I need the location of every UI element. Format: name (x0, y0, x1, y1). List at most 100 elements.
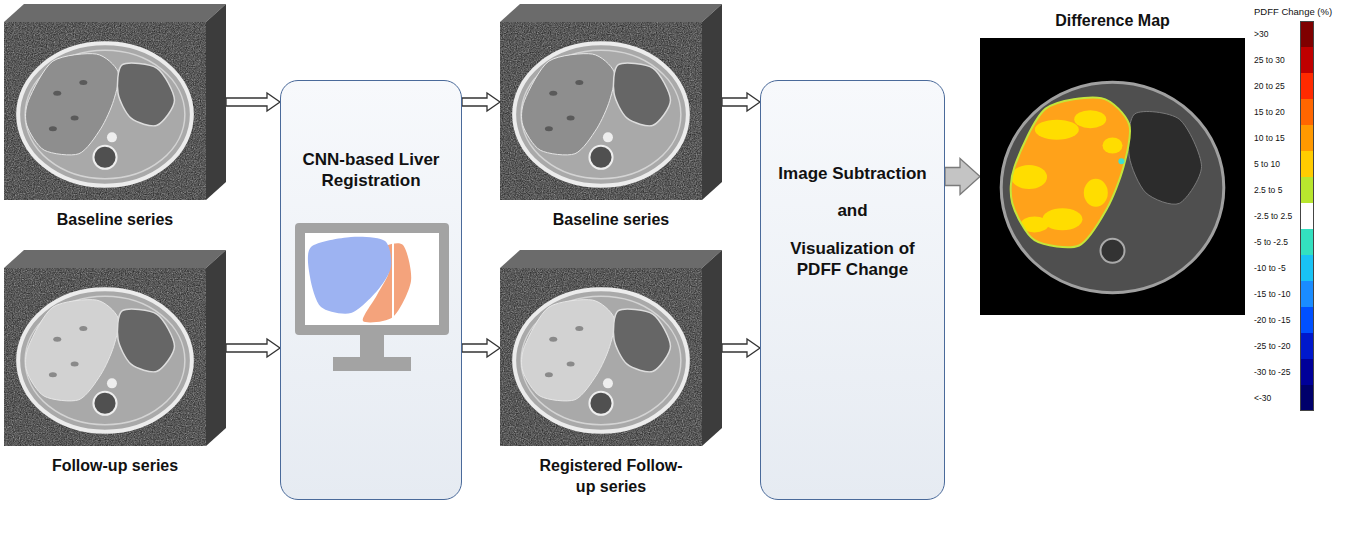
slice-noise (500, 22, 702, 200)
liver-shape (522, 300, 615, 401)
box-text: Image Subtraction (778, 163, 926, 184)
result-image: Difference Map (980, 38, 1245, 315)
vessel-spot (1118, 158, 1124, 164)
map-ground (980, 38, 1245, 315)
liver-vessel (79, 80, 87, 85)
legend-row: 5 to 10 (1254, 151, 1332, 177)
label-holder: Difference Map (980, 11, 1245, 32)
aorta (107, 132, 117, 142)
legend-row: <-30 (1254, 385, 1332, 411)
legend-row: 20 to 25 (1254, 73, 1332, 99)
stomach-shape (1128, 112, 1201, 205)
aorta (603, 132, 613, 142)
slice-ground (4, 268, 206, 446)
monitor-icon (281, 81, 463, 501)
image-title: Difference Map (1055, 11, 1170, 32)
series-label: Follow-up series (52, 456, 178, 477)
spine (589, 146, 612, 169)
legend-swatch (1300, 73, 1314, 99)
legend-swatch (1300, 125, 1314, 151)
stack-side-face (702, 4, 722, 200)
liver-vessel (53, 337, 61, 342)
legend-text: 10 to 15 (1254, 133, 1300, 143)
liver-patch (1074, 110, 1106, 128)
legend-swatch (1300, 359, 1314, 385)
legend-row: -30 to -25 (1254, 359, 1332, 385)
legend-text: -30 to -25 (1254, 367, 1300, 377)
body-outline (514, 43, 688, 185)
legend-row: -2.5 to 2.5 (1254, 203, 1332, 229)
liver-shape (522, 54, 615, 155)
image-series: Registered Follow-up series (500, 250, 722, 446)
body-fat-ring (521, 50, 681, 178)
legend-row: -5 to -2.5 (1254, 229, 1332, 255)
legend-row: -20 to -15 (1254, 307, 1332, 333)
liver-patch (1084, 179, 1108, 207)
legend-text: -25 to -20 (1254, 341, 1300, 351)
box-text: CNN-based Liver Registration (293, 149, 449, 192)
image-series: Baseline series (500, 4, 722, 200)
legend-text: 5 to 10 (1254, 159, 1300, 169)
liver-patches (1011, 110, 1122, 232)
body-fat-ring (25, 296, 185, 424)
aorta (107, 378, 117, 388)
monitor-base (333, 357, 411, 371)
stack-side-face (206, 4, 226, 200)
legend-row: 2.5 to 5 (1254, 177, 1332, 203)
slice-noise (4, 22, 206, 200)
label-holder: Registered Follow-up series (500, 456, 722, 498)
liver-vessel (567, 116, 575, 121)
stack-top-face (500, 4, 722, 22)
legend-row: 10 to 15 (1254, 125, 1332, 151)
legend-swatch (1300, 47, 1314, 73)
process-box: CNN-based Liver Registration (280, 80, 462, 500)
legend-text: -5 to -2.5 (1254, 237, 1300, 247)
legend-swatch (1300, 177, 1314, 203)
legend-swatch (1300, 281, 1314, 307)
label-holder: Baseline series (500, 210, 722, 231)
legend-row: -25 to -20 (1254, 333, 1332, 359)
liver-vessel (549, 337, 557, 342)
liver-vessel (567, 362, 575, 367)
legend-swatch (1300, 229, 1314, 255)
spine (93, 392, 116, 415)
liver-vessel (575, 80, 583, 85)
legend-text: 20 to 25 (1254, 81, 1300, 91)
stack-top-face (4, 4, 226, 22)
body-outline (514, 289, 688, 431)
legend-text: 25 to 30 (1254, 55, 1300, 65)
mri-stack (4, 4, 226, 200)
legend-text: -2.5 to 2.5 (1254, 211, 1300, 221)
legend-row: -15 to -10 (1254, 281, 1332, 307)
liver-vessel (53, 91, 61, 96)
liver-vessel (545, 126, 553, 131)
legend-swatch (1300, 385, 1314, 411)
box-text: and (837, 200, 867, 221)
flow-arrow (462, 339, 500, 357)
body-fat-ring (25, 50, 185, 178)
legend-text: <-30 (1254, 393, 1300, 403)
liver-shape (26, 300, 119, 401)
box-text: Visualization of PDFF Change (773, 238, 932, 281)
legend-row: 15 to 20 (1254, 99, 1332, 125)
process-box: Image Subtraction andVisualization of PDF… (760, 80, 945, 500)
flow-arrow (722, 339, 760, 357)
legend-row: -10 to -5 (1254, 255, 1332, 281)
image-series: Baseline series (4, 4, 226, 200)
legend-text: 2.5 to 5 (1254, 185, 1300, 195)
legend-swatch (1300, 203, 1314, 229)
flow-arrow (722, 93, 760, 111)
mri-stack (4, 250, 226, 446)
slice-noise (500, 268, 702, 446)
liver-shape (26, 54, 119, 155)
stomach-shape (613, 63, 670, 126)
legend-text: -10 to -5 (1254, 263, 1300, 273)
screen-divider (392, 237, 394, 321)
legend-text: -20 to -15 (1254, 315, 1300, 325)
monitor-frame (295, 223, 449, 335)
difference-map-image (980, 38, 1245, 315)
spine (589, 392, 612, 415)
stomach-shape (117, 63, 174, 126)
